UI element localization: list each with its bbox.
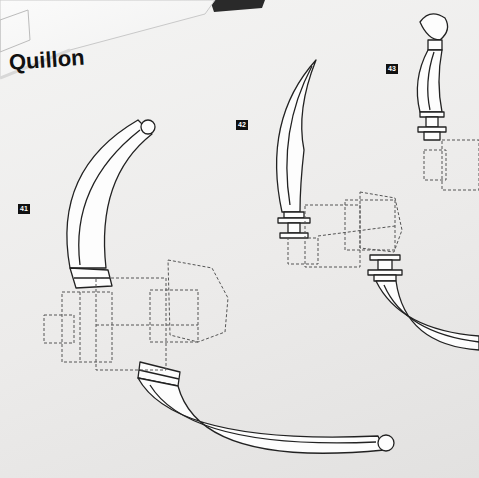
blade-edge-line: [384, 285, 479, 342]
callout-box: 43: [386, 64, 398, 74]
hidden-part: [168, 260, 228, 342]
hidden-line: [80, 292, 81, 362]
guard-disc: [284, 212, 304, 218]
paper-sheet: [0, 0, 215, 78]
guard-disc: [420, 112, 444, 117]
guard-disc: [378, 260, 392, 270]
quillon-finial: [378, 435, 394, 451]
hidden-part: [288, 238, 318, 264]
sheet-edge: [210, 0, 265, 12]
guard-disc: [374, 275, 396, 281]
hidden-part: [360, 192, 402, 252]
hidden-line: [96, 325, 198, 326]
guard-disc: [426, 117, 438, 127]
ring-line: [74, 277, 110, 278]
hidden-part: [305, 205, 360, 267]
guard-disc: [368, 270, 402, 275]
hidden-part: [96, 278, 166, 370]
callout-box: 41: [18, 204, 30, 214]
blade-edge-line: [287, 66, 312, 205]
guard-disc: [418, 127, 446, 132]
blade-edge-line: [79, 130, 140, 265]
quillon-blade: [138, 378, 384, 453]
callout-number: 43: [386, 64, 398, 74]
callout-number: 42: [236, 120, 248, 130]
hidden-part: [62, 292, 112, 362]
hidden-part: [442, 140, 479, 190]
guard-disc: [288, 223, 300, 233]
guard-disc: [370, 255, 400, 260]
quillon-blade: [277, 60, 316, 212]
guard-disc: [424, 132, 440, 140]
guard-disc: [428, 40, 442, 50]
ring-line: [139, 370, 179, 379]
callout-box: 42: [236, 120, 248, 130]
quillon-finial: [420, 14, 448, 40]
quillon-blade: [376, 281, 479, 350]
quillon-blade: [67, 120, 152, 268]
quillon-finial: [141, 120, 155, 134]
hidden-part: [424, 150, 446, 180]
guard-disc: [280, 233, 308, 238]
hidden-line: [318, 226, 395, 236]
blade-edge-line: [150, 385, 376, 443]
sheet-title: Quillon: [8, 45, 85, 76]
hidden-part: [44, 315, 74, 343]
hidden-part: [345, 200, 395, 250]
quillon-ring: [70, 268, 112, 288]
callout-number: 41: [18, 204, 30, 214]
quillon-blade: [417, 50, 442, 112]
blade-edge-line: [428, 52, 434, 110]
hidden-part: [150, 290, 198, 342]
sheet-print: [0, 10, 30, 52]
